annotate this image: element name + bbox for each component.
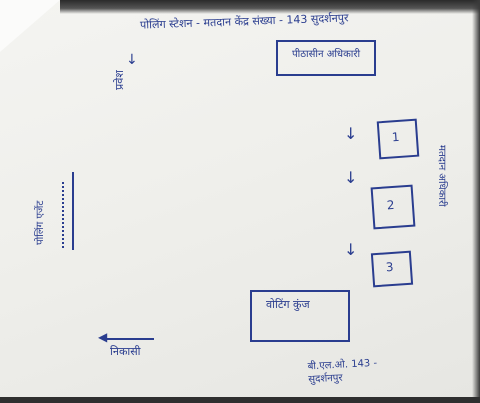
arrow-1: ↓	[344, 124, 358, 143]
polling-agent-label: पोलिंग एजेंट	[35, 200, 46, 245]
booth-1: 1	[376, 118, 420, 160]
signature: बी.एल.ओ. 143 - सुदर्शनपुर	[307, 357, 378, 386]
polling-officer-label: मतदान अधिकारी	[436, 145, 447, 207]
entry-label: प्रवेश	[113, 70, 126, 90]
exit-arrow	[104, 338, 154, 340]
agent-table-line	[72, 172, 74, 250]
booth-2: 2	[370, 184, 416, 230]
agent-dots	[62, 182, 64, 248]
exit-arrowhead: ◀	[98, 330, 108, 344]
entry-arrow: ↓	[126, 52, 138, 68]
booth-3-number: 3	[385, 259, 394, 275]
right-edge-shadow	[472, 0, 480, 403]
officer-box-label: पीठासीन अधिकारी	[291, 49, 361, 60]
top-shadow	[60, 0, 480, 14]
exit-label: निकासी	[110, 345, 141, 358]
arrow-3: ↓	[344, 240, 358, 259]
booth-2-number: 2	[386, 197, 395, 213]
arrow-2: ↓	[344, 168, 358, 187]
bottom-edge	[0, 397, 480, 403]
officer-box: पीठासीन अधिकारी	[276, 40, 376, 76]
voting-box: वोटिंग कुंज	[250, 290, 350, 342]
folded-corner	[0, 0, 60, 52]
booth-3: 3	[370, 250, 414, 288]
booth-1-number: 1	[391, 129, 400, 145]
voting-box-label: वोटिंग कुंज	[266, 298, 310, 311]
